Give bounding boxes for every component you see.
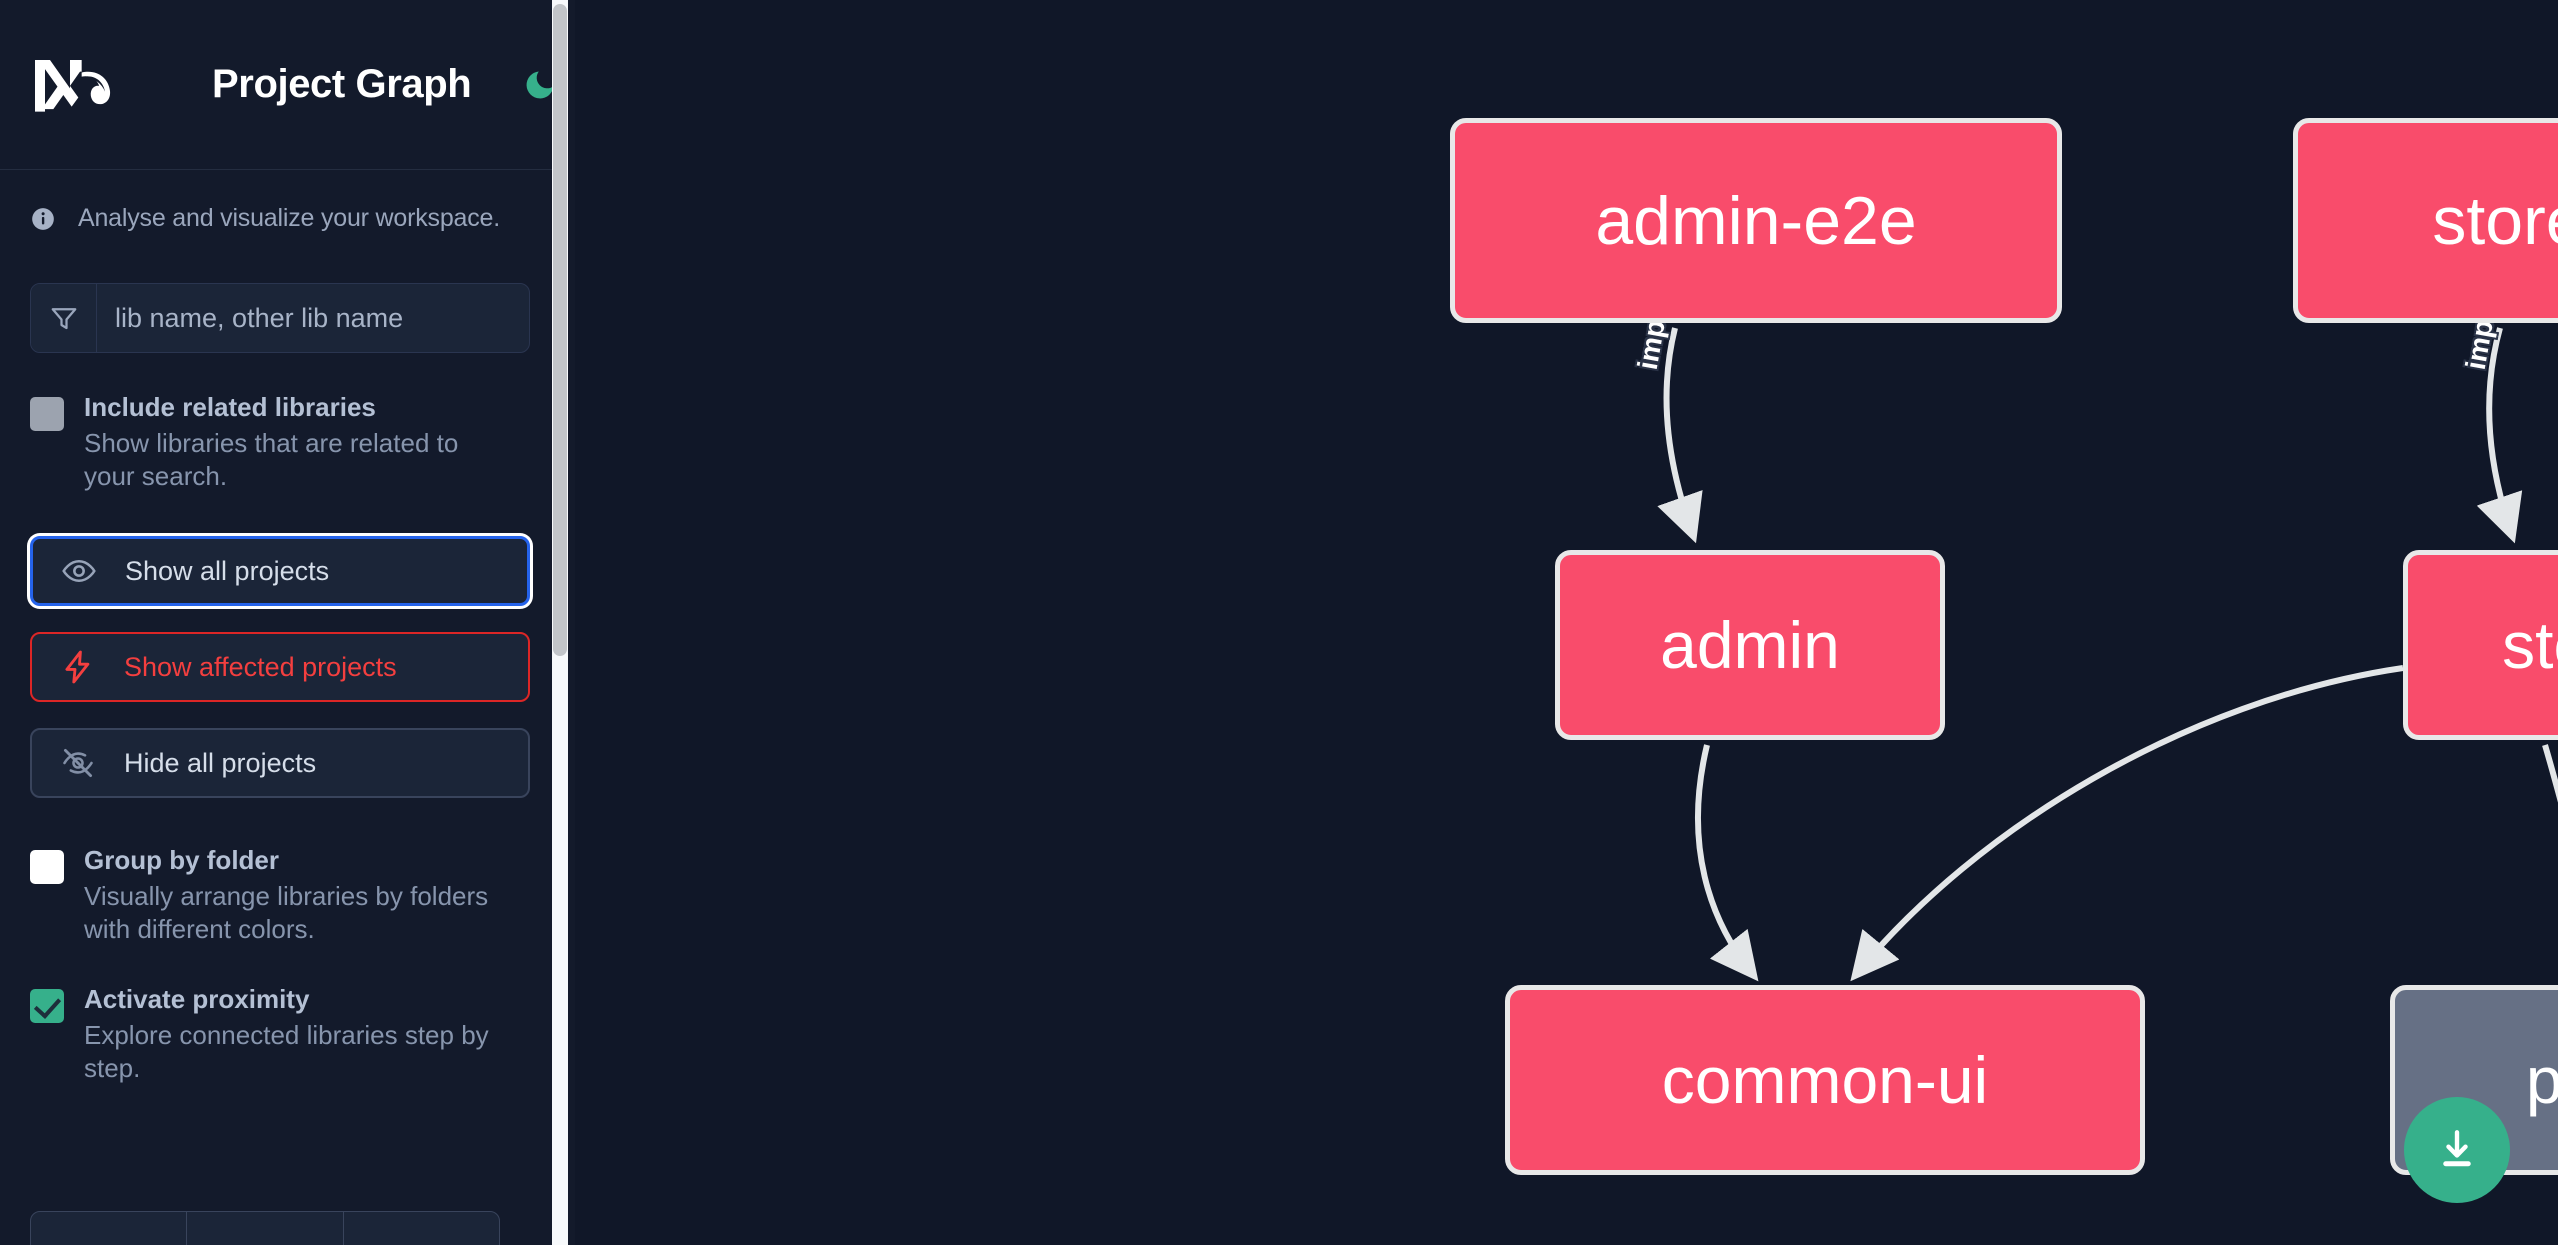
moon-icon[interactable] — [519, 63, 560, 107]
proximity-step-option-3[interactable] — [344, 1212, 499, 1245]
show-affected-projects-button[interactable]: Show affected projects — [30, 632, 530, 703]
sidebar: Project Graph Analyse and visualize your… — [0, 0, 575, 1245]
show-all-projects-button[interactable]: Show all projects — [30, 536, 530, 607]
sidebar-content: Project Graph Analyse and visualize your… — [0, 0, 560, 1245]
graph-node-label: products — [2525, 1043, 2558, 1117]
edge-admin-e2e-to-admin — [1657, 327, 1703, 544]
graph-node-label: store — [2502, 608, 2558, 682]
checkbox-include-related-libraries[interactable]: Include related libraries Show libraries… — [30, 392, 530, 492]
filter-search-box[interactable] — [30, 283, 530, 353]
sidebar-header: Project Graph — [0, 0, 560, 170]
show-affected-projects-label: Show affected projects — [124, 651, 397, 682]
eye-off-icon — [58, 743, 98, 783]
graph-node-label: common-ui — [1661, 1043, 1989, 1117]
group-by-folder-checkbox[interactable] — [30, 850, 64, 885]
edge-store-to-products — [2542, 744, 2558, 803]
project-visibility-buttons: Show all projects Show affected projects — [30, 536, 530, 799]
sidebar-scrollbar-thumb[interactable] — [553, 4, 567, 656]
activate-proximity-checkbox[interactable] — [30, 989, 64, 1024]
info-circle-icon — [30, 206, 56, 232]
nx-logo-icon — [30, 51, 130, 119]
graph-node-admin[interactable]: admin — [1555, 550, 1945, 740]
info-text: Analyse and visualize your workspace. — [78, 204, 500, 232]
download-icon — [2443, 1130, 2471, 1167]
graph-canvas[interactable]: implicit implicit admin-e2e store-e2e ad… — [575, 0, 2558, 1245]
graph-node-common-ui[interactable]: common-ui — [1505, 985, 2145, 1175]
proximity-step-option-1[interactable] — [31, 1212, 188, 1245]
graph-node-store[interactable]: store — [2403, 550, 2558, 740]
graph-node-label: admin-e2e — [1595, 182, 1917, 259]
checkbox-activate-proximity[interactable]: Activate proximity Explore connected lib… — [30, 985, 530, 1084]
group-by-folder-description: Visually arrange libraries by folders wi… — [84, 881, 489, 944]
edge-store-e2e-to-store — [2476, 327, 2523, 544]
graph-node-store-e2e[interactable]: store-e2e — [2293, 118, 2558, 323]
edge-store-to-common-ui — [1850, 665, 2404, 982]
edge-admin-to-common-ui — [1694, 744, 1759, 982]
graph-node-label: admin — [1660, 608, 1840, 682]
hide-all-projects-button[interactable]: Hide all projects — [30, 728, 530, 799]
proximity-step-button-group[interactable] — [30, 1211, 500, 1245]
activate-proximity-label: Activate proximity — [84, 984, 310, 1015]
graph-edges — [1657, 327, 2558, 982]
hide-all-projects-label: Hide all projects — [124, 747, 317, 778]
download-graph-button[interactable] — [2404, 1097, 2510, 1203]
search-input[interactable] — [97, 284, 529, 352]
include-related-libraries-checkbox[interactable] — [30, 397, 64, 431]
lightning-bolt-icon — [58, 647, 98, 687]
checkbox-group-by-folder[interactable]: Group by folder Visually arrange librari… — [30, 845, 530, 945]
graph-node-label: store-e2e — [2432, 182, 2558, 259]
proximity-step-option-2[interactable] — [187, 1212, 344, 1245]
sidebar-scrollbar[interactable] — [552, 0, 568, 1245]
graph-node-admin-e2e[interactable]: admin-e2e — [1450, 118, 2062, 323]
info-banner: Analyse and visualize your workspace. — [0, 170, 560, 233]
activate-proximity-description: Explore connected libraries step by step… — [84, 1020, 489, 1083]
include-related-libraries-label: Include related libraries — [84, 392, 376, 422]
page-title: Project Graph — [212, 62, 472, 106]
group-by-folder-label: Group by folder — [84, 845, 279, 876]
show-all-projects-label: Show all projects — [125, 555, 330, 586]
include-related-libraries-description: Show libraries that are related to your … — [84, 428, 459, 491]
funnel-icon — [31, 284, 97, 352]
eye-icon — [59, 551, 99, 591]
